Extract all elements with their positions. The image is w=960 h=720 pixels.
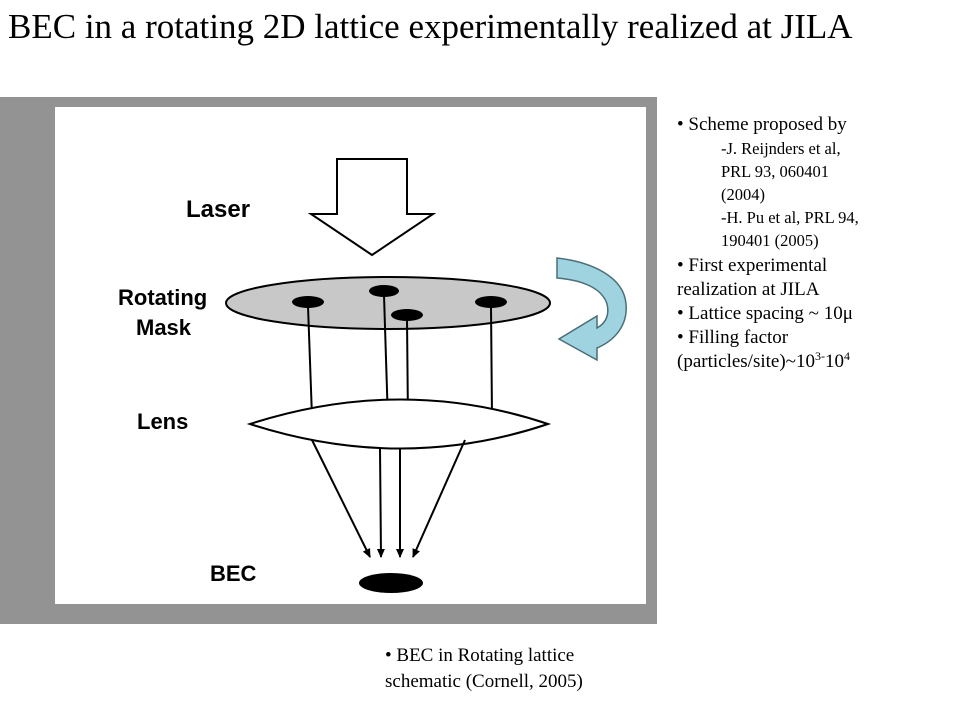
- notes-panel: • Scheme proposed by -J. Reijnders et al…: [677, 113, 957, 374]
- label-laser: Laser: [186, 196, 250, 223]
- page-title: BEC in a rotating 2D lattice experimenta…: [8, 7, 853, 46]
- mask-hole: [369, 285, 399, 297]
- lattice-schematic-figure: Laser Rotating Mask Lens BEC: [0, 97, 657, 624]
- filling-exp: 3: [814, 349, 821, 363]
- bec-cloud: [359, 573, 423, 593]
- mask-hole: [391, 309, 423, 321]
- filling-base: (particles/site)~10: [677, 351, 815, 372]
- beam-arrow: [311, 439, 371, 558]
- note-first-realization: realization at JILA: [677, 279, 820, 300]
- beam-arrow: [412, 439, 466, 558]
- rotating-mask-disc: [225, 276, 551, 330]
- laser-arrow: [307, 158, 437, 257]
- filling-base-2: 10: [824, 351, 844, 372]
- note-lattice-spacing: • Lattice spacing ~ 10μ: [677, 303, 853, 324]
- note-filling-factor: • Filling factor: [677, 327, 789, 348]
- schematic-diagram: Laser Rotating Mask Lens BEC: [55, 107, 646, 604]
- rotation-arrow-icon: [556, 257, 627, 362]
- label-bec: BEC: [210, 561, 257, 586]
- filling-dash: -: [820, 349, 825, 363]
- reference-reijnders: PRL 93, 060401: [721, 162, 830, 181]
- note-scheme: • Scheme proposed by: [677, 114, 847, 135]
- reference-reijnders: (2004): [721, 185, 765, 204]
- reference-pu: 190401 (2005): [721, 231, 819, 250]
- beam-arrow: [376, 448, 385, 558]
- label-mask: Mask: [136, 315, 192, 340]
- note-filling-factor-value: (particles/site)~103-104: [677, 350, 957, 374]
- reference-pu: -H. Pu et al, PRL 94,: [721, 208, 859, 227]
- label-lens: Lens: [137, 409, 188, 434]
- mask-hole: [475, 296, 507, 308]
- beam-arrow: [307, 305, 316, 418]
- caption-line: schematic (Cornell, 2005): [385, 671, 583, 692]
- reference-reijnders: -J. Reijnders et al,: [721, 139, 841, 158]
- label-rotating: Rotating: [118, 285, 207, 310]
- mask-hole: [292, 296, 324, 308]
- beam-arrow: [487, 305, 496, 418]
- note-first-realization: • First experimental: [677, 255, 828, 276]
- caption-line: • BEC in Rotating lattice: [385, 645, 575, 666]
- lens-shape: [246, 398, 552, 450]
- figure-caption: • BEC in Rotating lattice schematic (Cor…: [385, 643, 685, 695]
- filling-exp-2: 4: [843, 349, 850, 363]
